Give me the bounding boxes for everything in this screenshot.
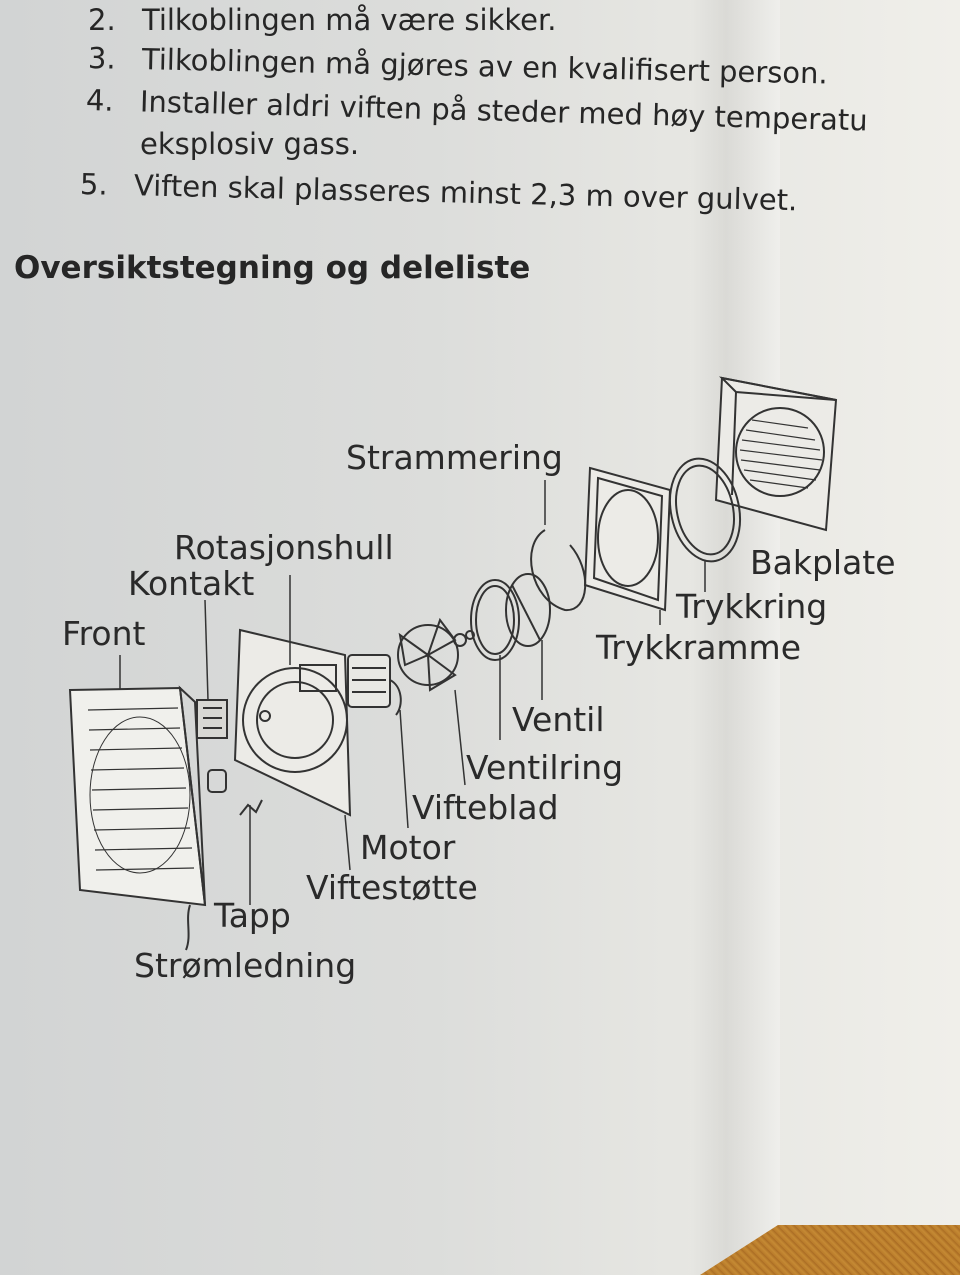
label-viftestotte: Viftestøtte [306,868,478,907]
small-cap-shape [207,769,227,793]
label-stromledning: Strømledning [134,946,357,985]
pressure-frame-shape [583,466,672,612]
label-trykkramme: Trykkramme [596,628,802,667]
valve-shape [505,573,551,647]
list-text: eksplosiv gass. [140,127,360,161]
back-plate-shape [714,376,838,532]
connector-shape [196,699,228,739]
section-heading: Oversiktstegning og deleliste [14,250,531,286]
label-bakplate: Bakplate [750,543,896,582]
label-ventilring: Ventilring [466,748,624,787]
front-grille-shape [68,685,207,951]
valve-ring-shape [470,579,520,661]
list-item-2: 2. Tilkoblingen må være sikker. [88,4,556,36]
label-kontakt: Kontakt [128,564,255,603]
motor-shape [347,654,402,716]
page-fold-shadow [690,0,780,1275]
fan-blade-shape [397,617,475,692]
label-tapp: Tapp [214,896,291,935]
leader-lines [119,480,706,905]
fan-support-shape [233,628,352,817]
label-motor: Motor [360,828,456,867]
label-rotasjonshull: Rotasjonshull [174,528,394,567]
tension-ring-shape [530,529,587,612]
list-text: Tilkoblingen må være sikker. [142,3,557,37]
pressure-ring-shape [669,457,741,563]
list-number: 2. [88,3,116,37]
label-strammering: Strammering [346,438,563,477]
label-trykkring: Trykkring [676,587,828,626]
list-item-4-cont: eksplosiv gass. [86,128,359,160]
label-ventil: Ventil [512,700,605,739]
pin-shape [239,799,263,816]
label-vifteblad: Vifteblad [412,788,559,827]
label-front: Front [62,614,146,653]
